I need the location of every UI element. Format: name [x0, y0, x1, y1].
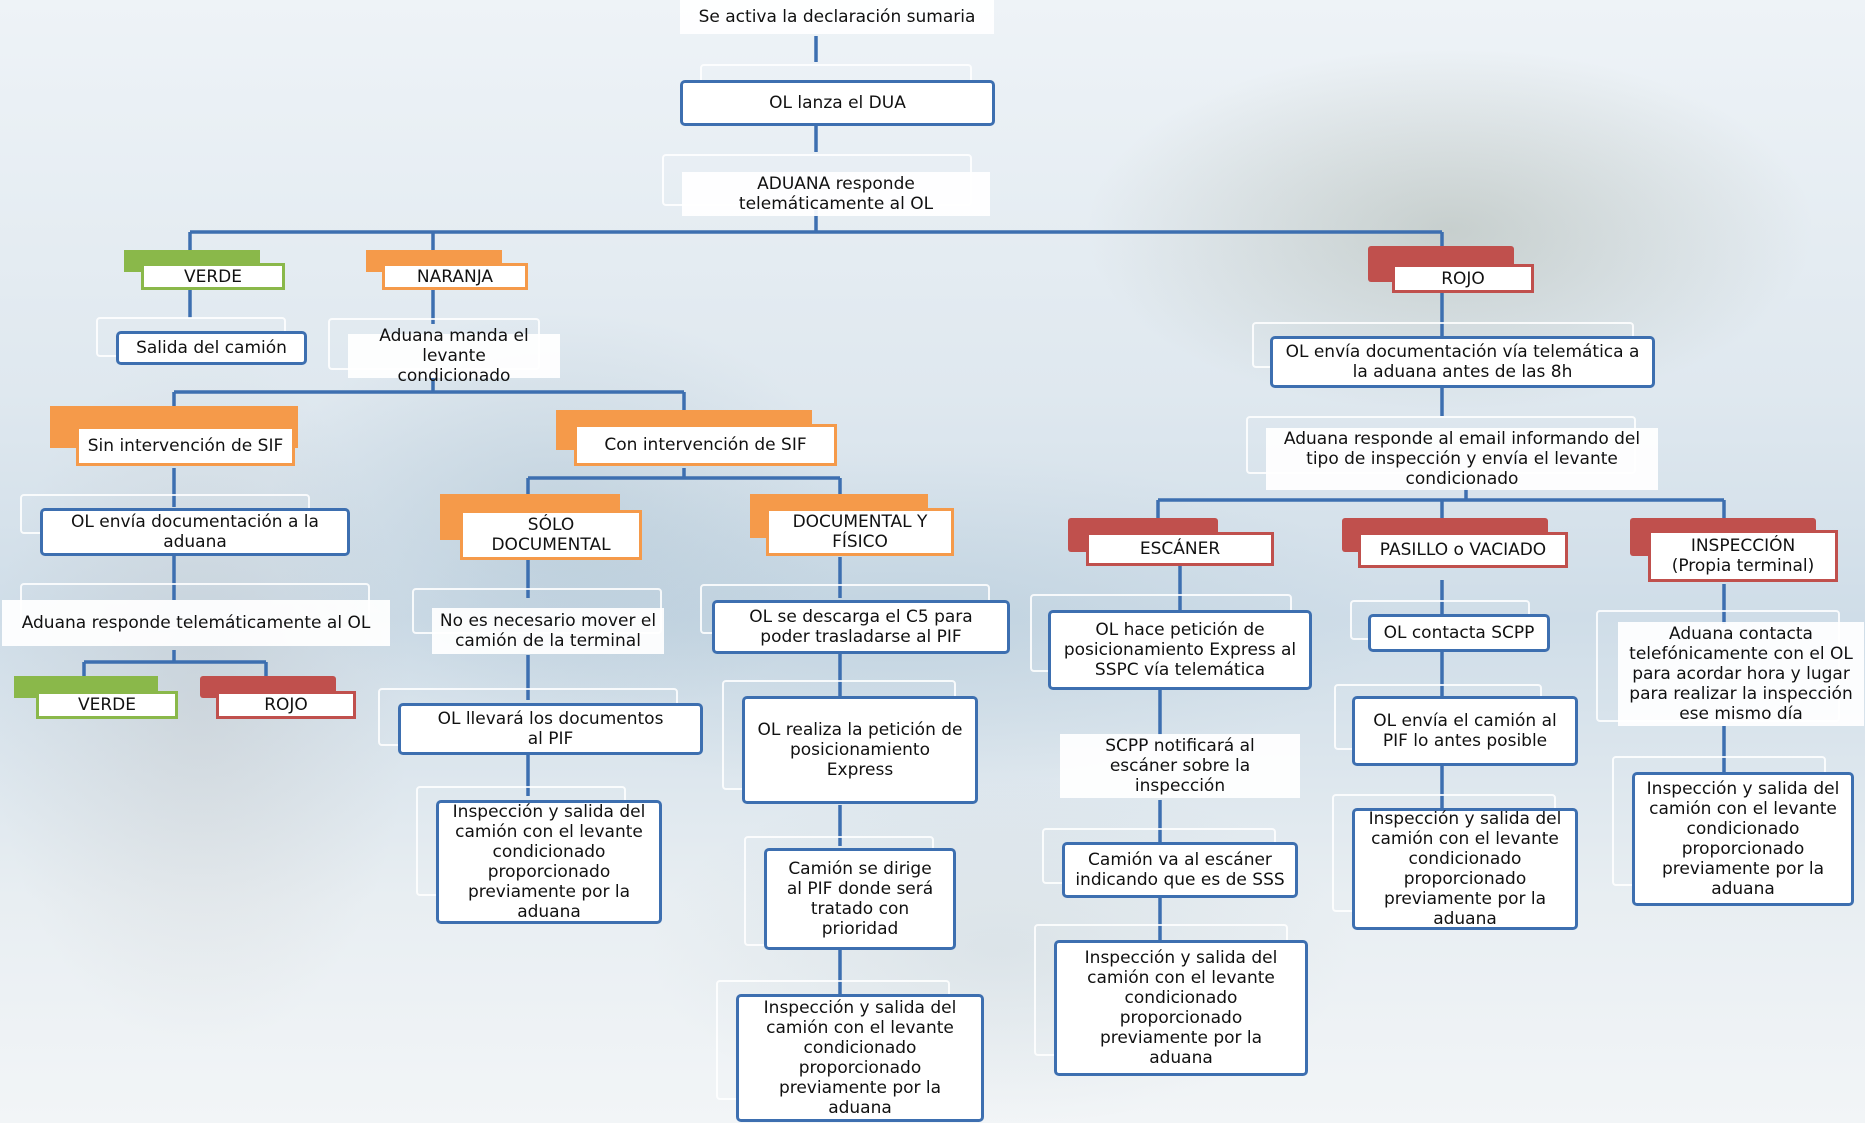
label-rojo-2: ROJO [216, 691, 356, 719]
node-inspeccion-escaner: Inspección y salida del camión con el le… [1054, 940, 1308, 1076]
label-sin-intervencion-sif: Sin intervención de SIF [76, 426, 295, 466]
node-envia-camion-pif: OL envía el camión al PIF lo antes posib… [1352, 696, 1578, 766]
node-ol-envia-documentacion: OL envía documentación a la aduana [40, 508, 350, 556]
node-llevara-documentos: OL llevará los documentos al PIF [398, 703, 703, 755]
node-lanza-dua: OL lanza el DUA [680, 80, 995, 126]
node-peticion-posicionamiento: OL realiza la petición de posicionamient… [742, 696, 978, 804]
node-inspeccion-pasillo: Inspección y salida del camión con el le… [1352, 808, 1578, 930]
label-verde: VERDE [141, 263, 285, 290]
label-documental-fisico: DOCUMENTAL Y FÍSICO [766, 508, 954, 556]
node-no-mover-camion: No es necesario mover el camión de la te… [432, 608, 664, 654]
label-solo-documental: SÓLO DOCUMENTAL [460, 510, 642, 560]
node-ol-contacta-scpp: OL contacta SCPP [1368, 614, 1550, 652]
node-aduana-contacta-telefonicamente: Aduana contacta telefónicamente con el O… [1618, 622, 1864, 726]
node-levante-condicionado: Aduana manda el levante condicionado [348, 326, 560, 386]
node-aduana-responde-ol: Aduana responde telemáticamente al OL [2, 600, 390, 646]
node-descarga-c5: OL se descarga el C5 para poder traslada… [712, 600, 1010, 654]
node-camion-escaner-sss: Camión va al escáner indicando que es de… [1062, 842, 1298, 898]
node-camion-pif-prioridad: Camión se dirige al PIF donde será trata… [764, 848, 956, 950]
label-inspeccion-propia-terminal: INSPECCIÓN (Propia terminal) [1648, 530, 1838, 582]
node-scpp-notificara: SCPP notificará al escáner sobre la insp… [1060, 734, 1300, 798]
node-envia-antes-8h: OL envía documentación vía telemática a … [1270, 336, 1655, 388]
node-inspeccion-solo-documental: Inspección y salida del camión con el le… [436, 800, 662, 924]
connectors [82, 36, 1726, 994]
label-con-intervencion-sif: Con intervención de SIF [574, 424, 837, 466]
node-peticion-express-sspc: OL hace petición de posicionamiento Expr… [1048, 610, 1312, 690]
label-rojo: ROJO [1392, 264, 1534, 293]
node-aduana-responde: ADUANA responde telemáticamente al OL [682, 172, 990, 216]
node-declaracion-sumaria: Se activa la declaración sumaria [680, 0, 994, 34]
label-naranja: NARANJA [382, 263, 528, 290]
node-salida-camion: Salida del camión [116, 331, 307, 365]
label-escaner: ESCÁNER [1086, 532, 1274, 566]
node-aduana-responde-email: Aduana responde al email informando del … [1266, 428, 1658, 490]
node-inspeccion-propia-terminal: Inspección y salida del camión con el le… [1632, 772, 1854, 906]
label-verde-2: VERDE [36, 691, 178, 719]
label-pasillo-vaciado: PASILLO o VACIADO [1358, 532, 1568, 568]
node-inspeccion-documental-fisico: Inspección y salida del camión con el le… [736, 994, 984, 1122]
